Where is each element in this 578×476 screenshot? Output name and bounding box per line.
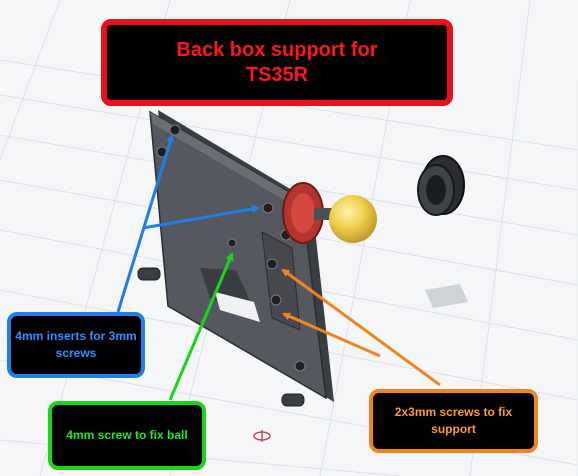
blue-arrow-top — [116, 134, 175, 313]
inserts-callout-text: 4mm inserts for 3mm screws — [15, 329, 137, 360]
shadow-block — [425, 284, 468, 308]
ball-screw-callout-text: 4mm screw to fix ball — [66, 428, 188, 442]
gear — [282, 182, 324, 244]
back-plate — [149, 110, 334, 402]
blue-arrows — [116, 134, 260, 313]
orange-arrows — [281, 268, 441, 387]
ball-screw-callout: 4mm screw to fix ball — [48, 401, 206, 470]
green-arrow — [168, 252, 234, 401]
orange-arrow-lower — [282, 312, 381, 358]
yellow-ball — [314, 195, 377, 243]
orange-arrow-upper — [281, 268, 441, 387]
support-screws-callout: 2x3mm screws to fix support — [369, 389, 538, 453]
title-line-2: TS35R — [245, 63, 309, 86]
inserts-callout: 4mm inserts for 3mm screws — [7, 312, 145, 378]
orientation-marker — [253, 430, 271, 442]
plate-holes — [156, 124, 306, 372]
standoffs — [137, 267, 305, 407]
support-screws-callout-text: 2x3mm screws to fix support — [394, 405, 513, 436]
title-line-1: Back box support for — [176, 38, 378, 61]
title-callout: Back box support for TS35R — [101, 19, 453, 106]
cap-part — [417, 155, 465, 216]
blue-arrow-middle — [142, 205, 260, 230]
